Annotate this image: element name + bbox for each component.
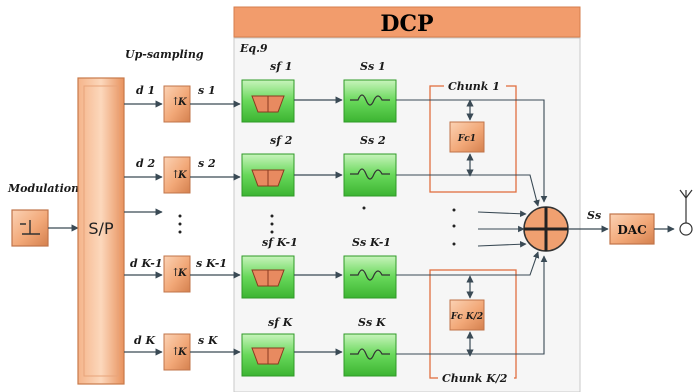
wave-icon bbox=[350, 168, 390, 180]
modulation-label: Modulation bbox=[7, 182, 79, 195]
d-label: d 2 bbox=[136, 157, 156, 170]
fc1-label: Fc1 bbox=[457, 134, 476, 144]
fc1-block bbox=[449, 121, 485, 153]
d-label: d K-1 bbox=[130, 257, 163, 270]
upsampler-block bbox=[163, 85, 191, 123]
branch-1: d 1 ↑ K s 1 sf 1 Ss 1 bbox=[124, 60, 397, 123]
shaping-block bbox=[343, 333, 397, 377]
d-label: d 1 bbox=[136, 84, 155, 97]
ss-label: Ss K bbox=[358, 316, 386, 329]
s-label: s K-1 bbox=[196, 257, 227, 270]
ss-label: Ss 1 bbox=[360, 60, 386, 73]
upsample-factor: K bbox=[177, 97, 188, 108]
chunk-k2-label: Chunk K/2 bbox=[442, 372, 508, 385]
dac-label: DAC bbox=[617, 223, 646, 237]
shaping-block bbox=[343, 153, 397, 197]
upsampler-block bbox=[163, 333, 191, 371]
sf-label: sf 2 bbox=[270, 134, 293, 147]
shaping-block bbox=[343, 255, 397, 299]
upsampler-block bbox=[163, 156, 191, 194]
wave-icon bbox=[350, 94, 390, 106]
ss-label: Ss 2 bbox=[360, 134, 386, 147]
svg-text:↑: ↑ bbox=[171, 95, 180, 108]
upsample-factor: K bbox=[177, 347, 188, 358]
eq-label: Eq.9 bbox=[239, 42, 268, 55]
s-label: s K bbox=[198, 334, 218, 347]
dac-block bbox=[609, 213, 655, 245]
s-label: s 2 bbox=[198, 157, 216, 170]
chunk-1-label: Chunk 1 bbox=[448, 80, 500, 93]
wave-icon bbox=[350, 269, 390, 281]
dcp-title: DCP bbox=[380, 11, 433, 37]
sf-label: sf K-1 bbox=[262, 236, 298, 249]
branch-k-1: d K-1 ↑ K s K-1 sf K-1 Ss K-1 bbox=[124, 236, 397, 299]
upsampling-label: Up-sampling bbox=[125, 48, 204, 61]
dcp-header bbox=[233, 6, 581, 38]
shaping-block bbox=[343, 79, 397, 123]
fck2-label: Fc K/2 bbox=[450, 312, 483, 322]
sp-label: S/P bbox=[88, 219, 114, 238]
svg-text:↑: ↑ bbox=[171, 168, 180, 181]
svg-text:↑: ↑ bbox=[171, 266, 180, 279]
ss-label: Ss K-1 bbox=[352, 236, 391, 249]
sf-label: sf K bbox=[268, 316, 293, 329]
branch-k: d K ↑ K s K sf K Ss K bbox=[124, 316, 397, 377]
s-label: s 1 bbox=[198, 84, 216, 97]
modulation-symbol-icon bbox=[20, 220, 40, 235]
fck2-block bbox=[449, 299, 485, 331]
wave-icon bbox=[350, 348, 390, 360]
upsampler-block bbox=[163, 255, 191, 293]
sp-block bbox=[77, 77, 125, 385]
sf-label: sf 1 bbox=[270, 60, 292, 73]
svg-text:↑: ↑ bbox=[171, 345, 180, 358]
upsample-factor: K bbox=[177, 268, 188, 279]
branch-2: d 2 ↑ K s 2 sf 2 Ss 2 bbox=[124, 134, 397, 197]
ellipsis-dots bbox=[178, 206, 456, 246]
d-label: d K bbox=[134, 334, 156, 347]
ss-output-label: Ss bbox=[587, 209, 601, 222]
summer-inputs bbox=[396, 99, 548, 355]
upsample-factor: K bbox=[177, 170, 188, 181]
antenna-icon bbox=[679, 189, 693, 236]
